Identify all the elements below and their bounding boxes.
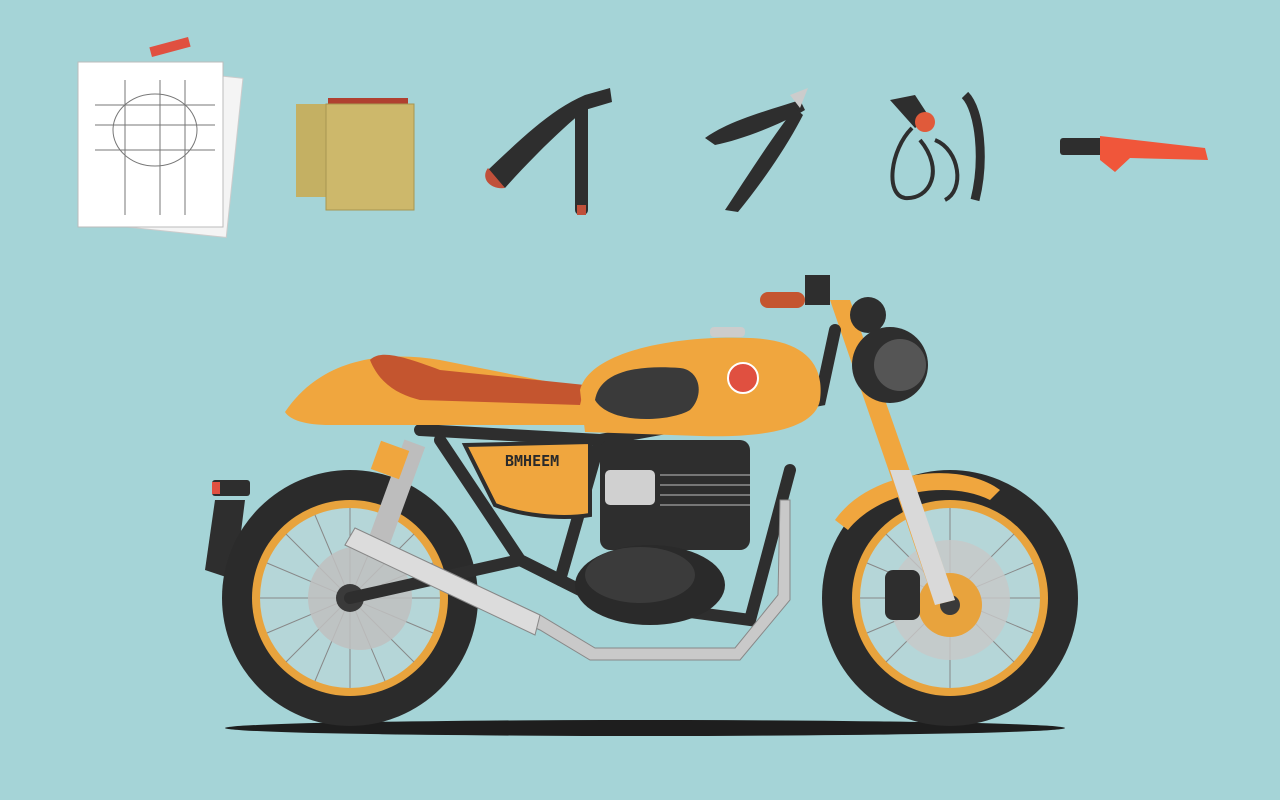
blueprint-icon	[77, 36, 244, 238]
brake-lever-cable-icon	[890, 91, 985, 202]
fuel-tank	[580, 327, 821, 437]
ground-shadow	[225, 720, 1065, 736]
side-panel-text: BMHEEM	[505, 452, 559, 470]
engine	[575, 440, 750, 625]
motorcycle: BMHEEM	[205, 275, 1078, 726]
utility-knife-icon	[1060, 136, 1208, 172]
sandpaper-icon	[296, 98, 415, 211]
exhaust	[344, 499, 791, 661]
hammer-icon	[485, 88, 612, 215]
wire-cutter-icon	[705, 88, 808, 212]
